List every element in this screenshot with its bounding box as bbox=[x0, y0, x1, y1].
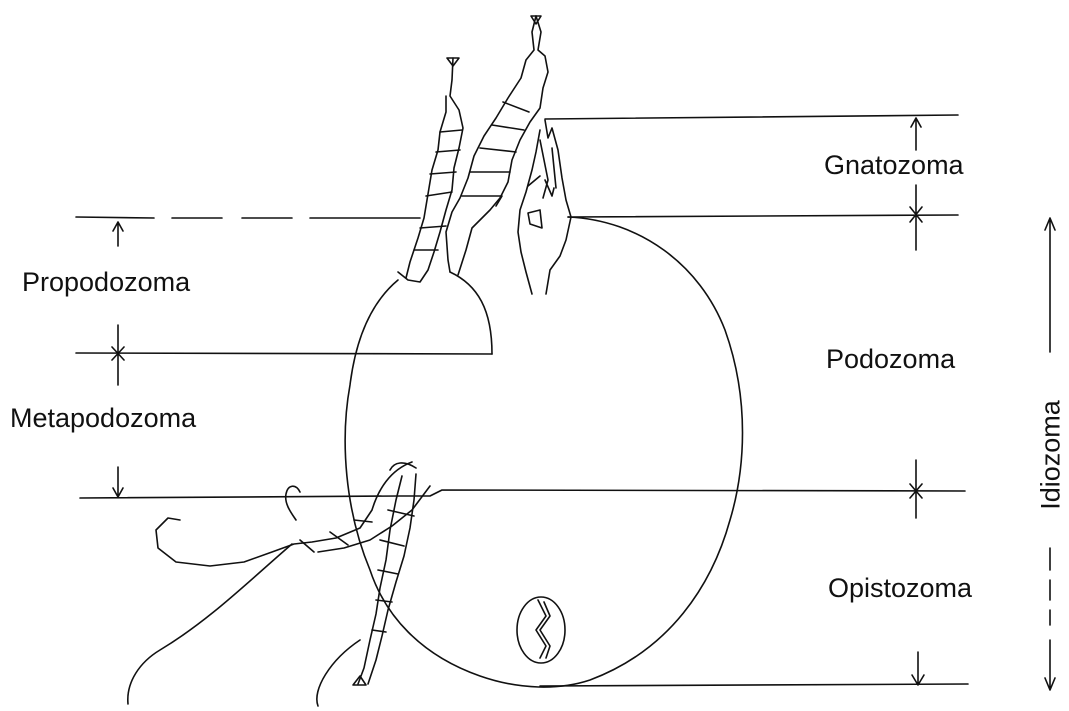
leg-two-outline bbox=[398, 58, 463, 282]
anal-plate-slit bbox=[536, 600, 550, 658]
idiozoma-arrow-bottom bbox=[1045, 548, 1055, 690]
propodozoma-label: Propodozoma bbox=[22, 269, 190, 296]
leg-one-outline bbox=[446, 16, 548, 275]
idiozoma-arrow-top bbox=[1045, 218, 1055, 352]
podozoma-label: Podozoma bbox=[826, 346, 955, 373]
leg-three-outline bbox=[156, 462, 430, 566]
gnatozoma-label: Gnatozoma bbox=[824, 152, 964, 179]
idiosoma-outline bbox=[345, 217, 742, 687]
idiozoma-label: Idiozoma bbox=[1038, 400, 1065, 510]
gnathosoma bbox=[518, 120, 571, 294]
opistozoma-bottom-line bbox=[540, 684, 968, 686]
opistozoma-label: Opistozoma bbox=[828, 575, 972, 602]
propodozoma-arrow-top bbox=[113, 222, 123, 246]
podozoma-opistozoma-line bbox=[80, 490, 965, 498]
chelicera-outline bbox=[518, 120, 571, 294]
leg-segments bbox=[300, 510, 414, 632]
leg-four-outline bbox=[358, 474, 416, 684]
podozoma-arrow bbox=[910, 460, 922, 518]
chelicera-tip bbox=[528, 210, 542, 228]
gnatozoma-arrow-top bbox=[911, 118, 921, 150]
mite-body bbox=[345, 217, 742, 687]
measurement-marks bbox=[112, 118, 1055, 690]
leg-two-segments bbox=[414, 58, 462, 250]
leg-one bbox=[446, 16, 548, 275]
leg-two bbox=[398, 58, 463, 282]
rear-legs bbox=[128, 462, 430, 706]
propodosoma-lobe bbox=[450, 272, 492, 354]
metapodozoma-label: Metapodozoma bbox=[10, 405, 196, 432]
propodozoma-metapodozoma-line bbox=[76, 353, 492, 354]
opistozoma-arrow bbox=[912, 652, 924, 685]
gnatozoma-arrow-bottom bbox=[910, 185, 922, 250]
gnatozoma-top-line bbox=[545, 115, 958, 119]
propodozoma-arrow-bottom bbox=[112, 325, 124, 385]
gnatozoma-podozoma-line bbox=[568, 215, 958, 217]
metapodozoma-arrow bbox=[113, 467, 123, 497]
propodozoma-top-line bbox=[76, 217, 420, 218]
anal-plate bbox=[517, 597, 565, 663]
